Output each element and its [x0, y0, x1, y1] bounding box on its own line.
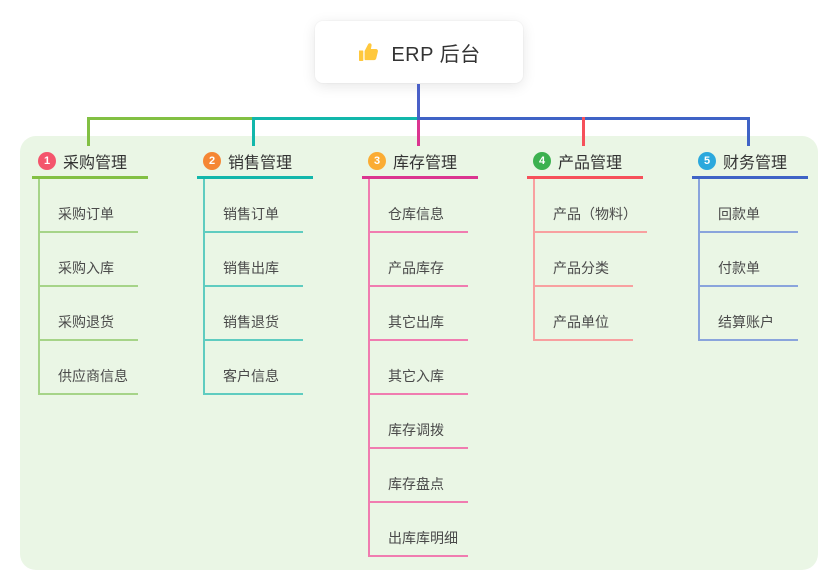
- trunk-segment: [87, 117, 255, 120]
- branch-children: 仓库信息产品库存其它出库其它入库库存调拨库存盘点出库库明细: [368, 179, 478, 557]
- branch-label: 产品管理: [558, 155, 623, 172]
- branch-children: 产品（物料） 产品分类产品单位: [533, 179, 647, 341]
- child-node[interactable]: 采购入库: [38, 258, 138, 287]
- child-node[interactable]: 产品分类: [533, 258, 633, 287]
- mindmap-panel: [20, 136, 818, 570]
- child-node[interactable]: 客户信息: [203, 366, 303, 395]
- child-node[interactable]: 库存盘点: [368, 474, 468, 503]
- branch-label: 库存管理: [393, 155, 458, 172]
- child-node[interactable]: 销售订单: [203, 204, 303, 233]
- child-node[interactable]: 付款单: [698, 258, 798, 287]
- root-node[interactable]: ERP 后台: [315, 21, 523, 83]
- branch-column-2: 2 销售管理销售订单销售出库销售退货客户信息: [197, 146, 313, 395]
- branch-column-5: 5 财务管理回款单付款单结算账户: [692, 146, 808, 341]
- root-title: ERP 后台: [391, 43, 481, 66]
- branch-drop-line: [252, 117, 255, 146]
- child-node[interactable]: 其它出库: [368, 312, 468, 341]
- branch-drop-line: [747, 117, 750, 146]
- branch-label: 销售管理: [228, 155, 293, 172]
- child-node[interactable]: 销售退货: [203, 312, 303, 341]
- trunk-segment: [252, 117, 420, 120]
- child-node[interactable]: 其它入库: [368, 366, 468, 395]
- branch-node[interactable]: 3 库存管理: [362, 146, 478, 179]
- branch-number-badge: 2: [203, 152, 221, 170]
- child-node[interactable]: 结算账户: [698, 312, 798, 341]
- child-node[interactable]: 库存调拨: [368, 420, 468, 449]
- child-node[interactable]: 采购订单: [38, 204, 138, 233]
- child-node[interactable]: 销售出库: [203, 258, 303, 287]
- branch-number-badge: 5: [698, 152, 716, 170]
- root-connector-line: [417, 84, 420, 117]
- child-node[interactable]: 仓库信息: [368, 204, 468, 233]
- thumbs-up-icon: [357, 40, 381, 64]
- child-node[interactable]: 回款单: [698, 204, 798, 233]
- branch-node[interactable]: 4 产品管理: [527, 146, 643, 179]
- branch-label: 采购管理: [63, 155, 128, 172]
- child-node[interactable]: 采购退货: [38, 312, 138, 341]
- branch-children: 销售订单销售出库销售退货客户信息: [203, 179, 313, 395]
- child-node[interactable]: 供应商信息: [38, 366, 138, 395]
- branch-number-badge: 1: [38, 152, 56, 170]
- branch-column-4: 4 产品管理产品（物料） 产品分类产品单位: [527, 146, 647, 341]
- branch-children: 回款单付款单结算账户: [698, 179, 808, 341]
- branch-node[interactable]: 5 财务管理: [692, 146, 808, 179]
- branch-drop-line: [417, 120, 420, 146]
- branch-number-badge: 3: [368, 152, 386, 170]
- child-node[interactable]: 产品库存: [368, 258, 468, 287]
- child-node[interactable]: 产品单位: [533, 312, 633, 341]
- branch-children: 采购订单采购入库采购退货供应商信息: [38, 179, 148, 395]
- child-node[interactable]: 产品（物料）: [533, 204, 647, 233]
- branch-drop-line: [582, 117, 585, 146]
- branch-column-1: 1 采购管理采购订单采购入库采购退货供应商信息: [32, 146, 148, 395]
- child-node[interactable]: 出库库明细: [368, 528, 468, 557]
- branch-label: 财务管理: [723, 155, 788, 172]
- branch-node[interactable]: 2 销售管理: [197, 146, 313, 179]
- branch-column-3: 3 库存管理仓库信息产品库存其它出库其它入库库存调拨库存盘点出库库明细: [362, 146, 478, 557]
- branch-number-badge: 4: [533, 152, 551, 170]
- branch-drop-line: [87, 117, 90, 146]
- branch-node[interactable]: 1 采购管理: [32, 146, 148, 179]
